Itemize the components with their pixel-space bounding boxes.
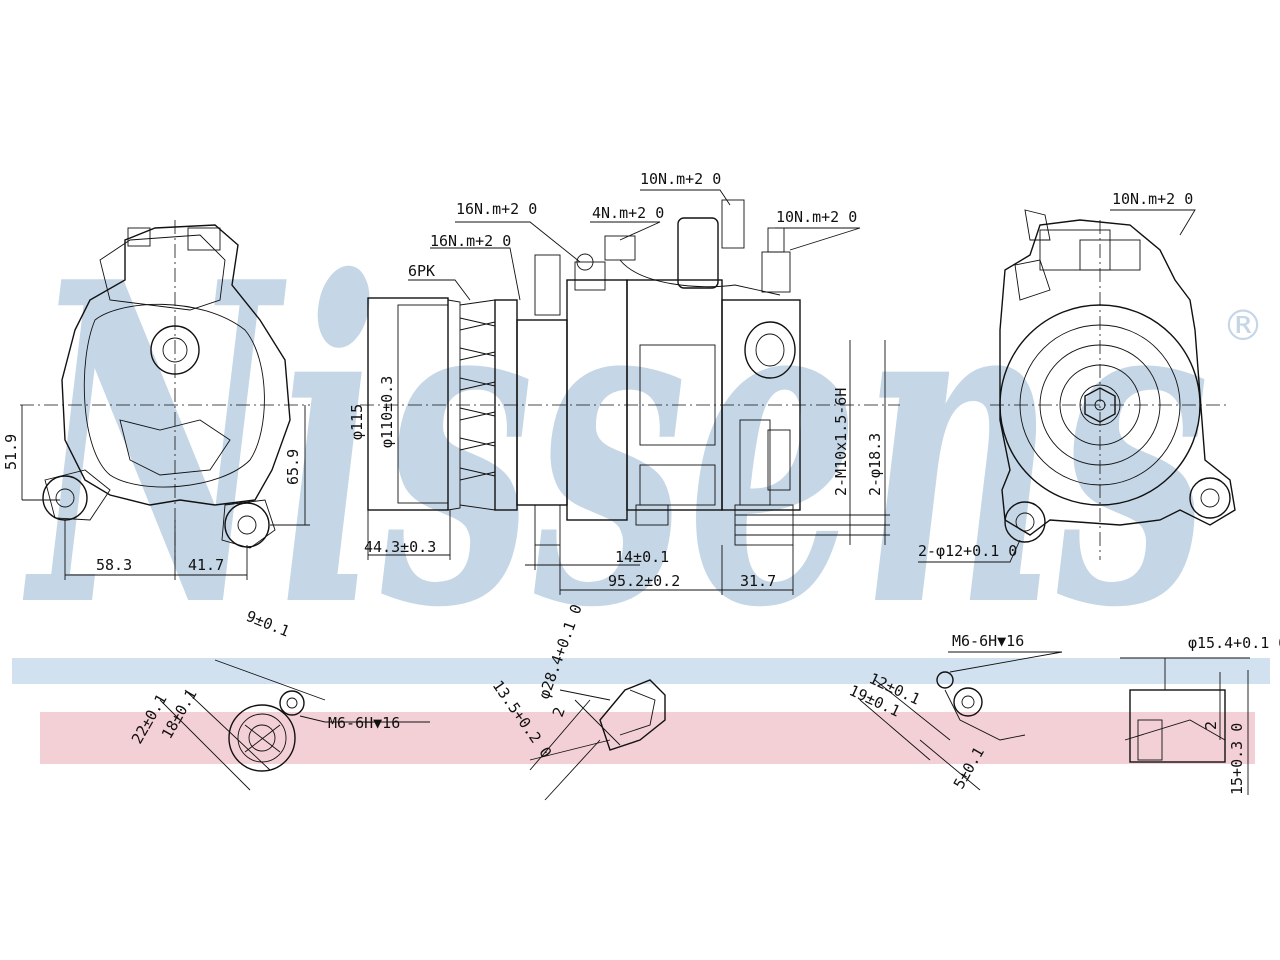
front-dim-65-9: 65.9 bbox=[284, 449, 302, 485]
side-torque-a: 16N.m+2 0 bbox=[456, 200, 537, 218]
side-dim-14: 14±0.1 bbox=[615, 548, 669, 566]
detail-4 bbox=[1120, 657, 1250, 795]
d3-thread: M6-6H▼16 bbox=[952, 632, 1024, 650]
side-torque-d: 10N.m+2 0 bbox=[640, 170, 721, 188]
side-torque-b: 16N.m+2 0 bbox=[430, 232, 511, 250]
d1-thread: M6-6H▼16 bbox=[328, 714, 400, 732]
red-stripe bbox=[40, 712, 1255, 764]
front-dim-41-7: 41.7 bbox=[188, 556, 224, 574]
side-pulley-label: 6PK bbox=[408, 262, 435, 280]
side-thread: 2-M10x1.5-6H bbox=[832, 388, 850, 496]
side-view bbox=[360, 199, 900, 546]
d4-dia: φ15.4+0.1 0 bbox=[1188, 634, 1280, 652]
side-dia-outer: φ115 bbox=[348, 404, 366, 440]
front-dim-51-9: 51.9 bbox=[2, 434, 20, 470]
front-dimensions bbox=[21, 405, 310, 580]
registered-mark: ® bbox=[1222, 301, 1264, 350]
side-dimensions bbox=[367, 189, 886, 595]
side-dia-inner: φ110±0.3 bbox=[378, 376, 396, 448]
side-offset: 44.3±0.3 bbox=[364, 538, 436, 556]
front-dim-58-3: 58.3 bbox=[96, 556, 132, 574]
rear-holes: 2-φ12+0.1 0 bbox=[918, 542, 1017, 560]
detail-2 bbox=[529, 679, 666, 801]
d4-dim-15: 15+0.3 0 bbox=[1228, 723, 1246, 795]
detail-3 bbox=[859, 651, 1063, 791]
side-dim-95-2: 95.2±0.2 bbox=[608, 572, 680, 590]
side-dim-31-7: 31.7 bbox=[740, 572, 776, 590]
side-dia-holes: 2-φ18.3 bbox=[866, 433, 884, 496]
d4-dim-2: 2 bbox=[1202, 721, 1220, 730]
side-torque-c: 4N.m+2 0 bbox=[592, 204, 664, 222]
side-torque-e: 10N.m+2 0 bbox=[776, 208, 857, 226]
detail-1 bbox=[159, 659, 430, 791]
rear-torque: 10N.m+2 0 bbox=[1112, 190, 1193, 208]
rear-view bbox=[918, 209, 1236, 563]
watermark-text: Nissens bbox=[22, 187, 1210, 704]
